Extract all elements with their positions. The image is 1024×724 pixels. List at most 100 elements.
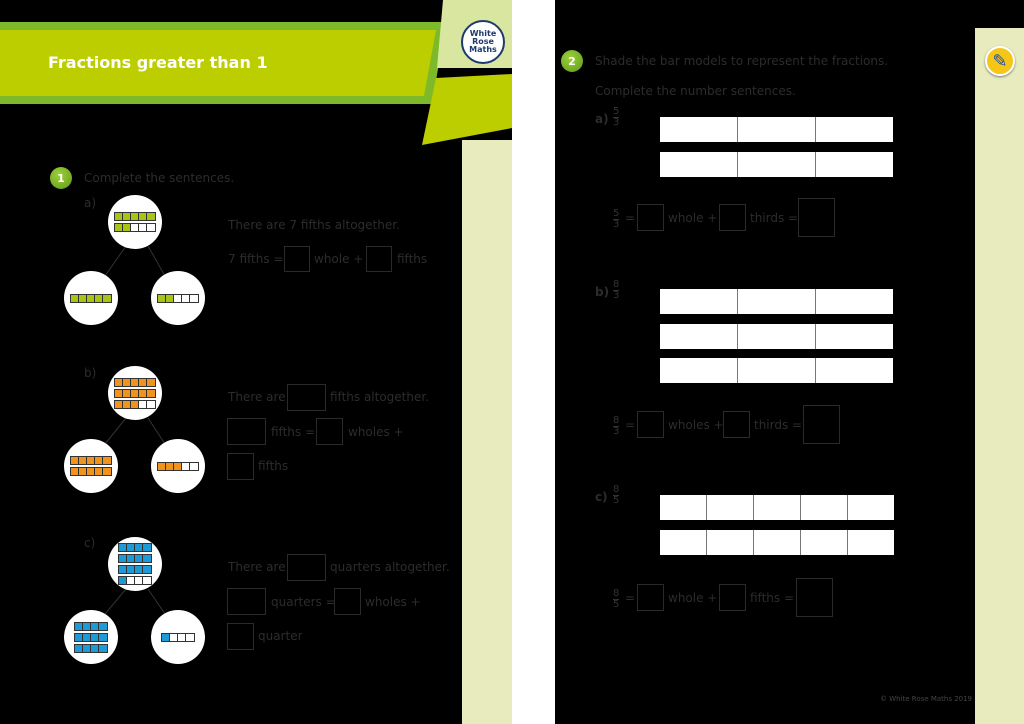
strip-cell [87, 468, 95, 475]
answer-box[interactable] [719, 584, 746, 611]
right-margin-stripe [975, 28, 1024, 724]
answer-box[interactable] [334, 588, 361, 615]
bar-segment[interactable] [848, 530, 894, 555]
answer-box[interactable] [796, 578, 833, 617]
bar-segment[interactable] [754, 495, 801, 520]
strip-cell [143, 566, 151, 573]
strip-cell [139, 400, 147, 408]
strip-cell [99, 644, 107, 652]
q2-part-label: c) [595, 490, 608, 504]
strip-cell [147, 378, 155, 386]
strip-cell [83, 644, 91, 652]
q2-word: fifths = [750, 591, 795, 605]
bar-segment[interactable] [816, 117, 893, 142]
strip-cell [127, 566, 135, 573]
strip-cell [103, 457, 111, 464]
strip-cell [166, 294, 174, 302]
answer-box[interactable] [287, 554, 326, 581]
bar-segment[interactable] [660, 117, 738, 142]
bar-segment[interactable] [660, 289, 738, 314]
fraction-strip [114, 212, 156, 221]
q1c-text: quarter [258, 629, 303, 643]
bar-segment[interactable] [660, 529, 707, 555]
bar-segment[interactable] [801, 529, 848, 555]
strip-cell [143, 577, 151, 584]
bar-segment[interactable] [738, 117, 816, 142]
answer-box[interactable] [637, 204, 664, 231]
bar-model [660, 495, 894, 520]
equals: = [625, 418, 636, 432]
bar-segment[interactable] [816, 324, 893, 349]
strip-cell [174, 294, 182, 302]
answer-box[interactable] [366, 246, 392, 272]
strip-cell [131, 389, 139, 397]
strip-cell [186, 633, 194, 641]
answer-box[interactable] [287, 384, 326, 411]
denominator: 3 [613, 426, 620, 437]
bar-segment[interactable] [816, 152, 893, 177]
strip-cell [127, 577, 135, 584]
numerator: 5 [613, 208, 620, 220]
numerator: 8 [613, 484, 620, 496]
bar-segment[interactable] [738, 323, 816, 349]
strip-cell [123, 378, 131, 386]
q1b-label: b) [84, 366, 97, 380]
bar-segment[interactable] [738, 151, 816, 177]
strip-cell [119, 566, 127, 573]
bar-segment[interactable] [660, 151, 738, 177]
strip-cell [123, 389, 131, 397]
strip-cell [75, 633, 83, 641]
bar-segment[interactable] [707, 495, 754, 520]
bar-segment[interactable] [660, 495, 707, 520]
bar-segment[interactable] [848, 495, 894, 520]
answer-box[interactable] [803, 405, 840, 444]
strip-cell [91, 622, 99, 630]
answer-box[interactable] [227, 588, 266, 615]
bar-segment[interactable] [816, 289, 893, 314]
fraction-strip [118, 554, 152, 563]
strip-cell [182, 294, 190, 302]
fraction-strip [157, 293, 199, 303]
q2-instruction-2: Complete the number sentences. [595, 84, 796, 98]
bar-segment[interactable] [660, 323, 738, 349]
answer-box[interactable] [227, 453, 254, 480]
answer-box[interactable] [719, 204, 746, 231]
part-whole-circle-right [151, 610, 205, 664]
answer-box[interactable] [227, 418, 266, 445]
answer-box[interactable] [227, 623, 254, 650]
strip-cell [103, 294, 111, 302]
strip-cell [139, 389, 147, 397]
bar-segment[interactable] [801, 495, 848, 520]
answer-box[interactable] [637, 411, 664, 438]
fraction-strip [157, 461, 199, 471]
answer-box[interactable] [637, 584, 664, 611]
bar-segment[interactable] [660, 358, 738, 383]
answer-box[interactable] [284, 246, 310, 272]
bar-segment[interactable] [738, 289, 816, 314]
strip-cell [115, 389, 123, 397]
q1a-text: whole + [314, 252, 364, 266]
numerator: 8 [613, 415, 620, 427]
q1c-label: c) [84, 536, 96, 550]
strip-cell [91, 644, 99, 652]
denominator: 5 [613, 599, 620, 610]
bar-segment[interactable] [816, 358, 893, 383]
denominator: 3 [613, 219, 620, 230]
answer-box[interactable] [798, 198, 835, 237]
strip-cell [147, 389, 155, 397]
answer-box[interactable] [316, 418, 343, 445]
strip-cell [170, 633, 178, 641]
q1c-text: There are [228, 560, 286, 574]
bar-segment[interactable] [754, 529, 801, 555]
strip-cell [79, 294, 87, 302]
equals: = [625, 211, 636, 225]
answer-box[interactable] [723, 411, 750, 438]
fraction-strip [74, 621, 108, 631]
q2-word: thirds = [750, 211, 799, 225]
bar-segment[interactable] [707, 529, 754, 555]
page-title: Fractions greater than 1 [48, 53, 268, 72]
strip-cell [190, 294, 198, 302]
strip-cell [99, 622, 107, 630]
bar-segment[interactable] [738, 358, 816, 383]
